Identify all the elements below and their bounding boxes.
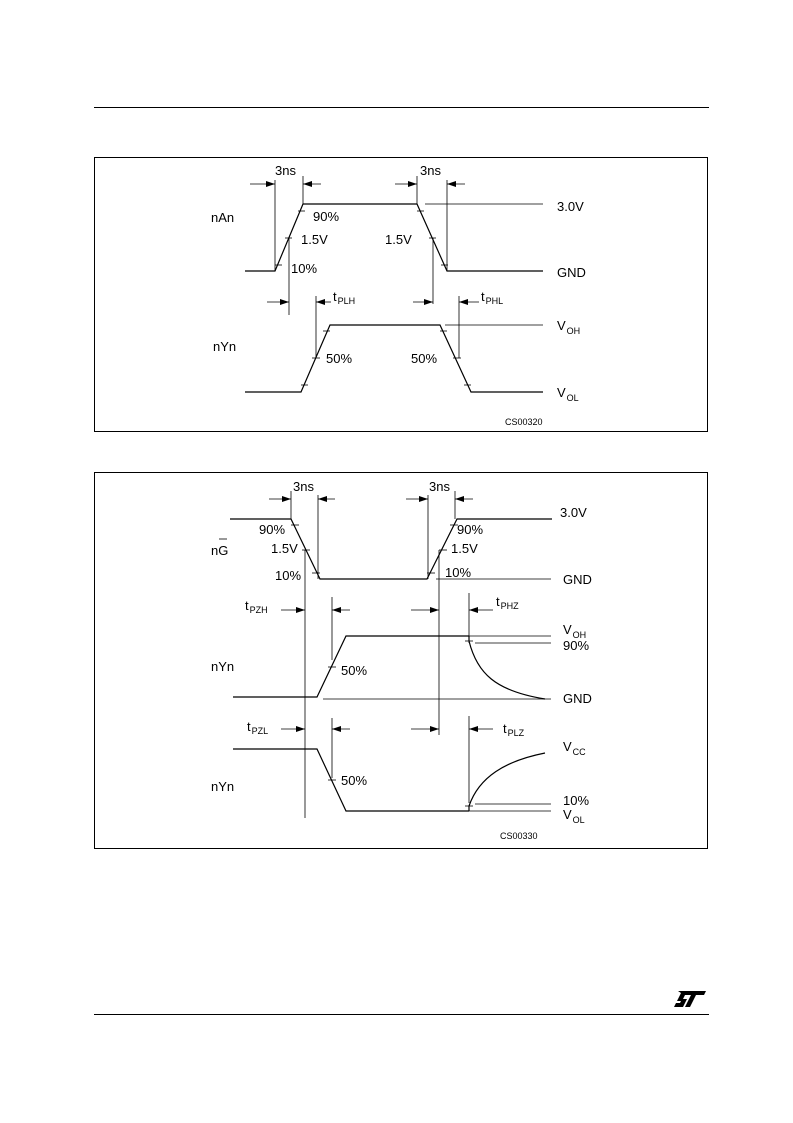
nyn-output-2-label: nYn bbox=[211, 779, 234, 794]
nyn-output-1-decay-curve bbox=[468, 636, 546, 700]
propagation-waveform-diagram: 3ns 3ns nAn 90% 1.5V 1.5V 10% 3.0V GND bbox=[211, 163, 586, 427]
f2-fall-time-label: 3ns bbox=[293, 479, 314, 494]
arrow-tphz-left bbox=[430, 607, 439, 613]
level-3v-label: 3.0V bbox=[557, 199, 584, 214]
level-50-left-label: 50% bbox=[326, 351, 352, 366]
arrow-f2-rise-left bbox=[419, 496, 428, 502]
arrow-tpzl-right bbox=[332, 726, 341, 732]
ng-enable-waveform bbox=[230, 518, 552, 580]
arrow-tpzh-right bbox=[332, 607, 341, 613]
ng-signal-label: nG bbox=[211, 543, 228, 558]
f2-vcc-label: VCC bbox=[563, 739, 586, 757]
vol-label: VOL bbox=[557, 385, 579, 403]
arrow-fall-right bbox=[447, 181, 456, 187]
f2-gnd-label-2: GND bbox=[563, 691, 592, 706]
tphl-label: tPHL bbox=[481, 289, 503, 306]
nan-input-waveform bbox=[245, 203, 543, 272]
f2-level-15v-right: 1.5V bbox=[451, 541, 478, 556]
nyn-output-2-rise-curve bbox=[468, 752, 546, 811]
enable-disable-figure: 3ns 3ns nG 90% 1.5V 10% 90% 1.5V 10% 3.0… bbox=[94, 472, 708, 849]
nyn-output-1-waveform bbox=[233, 635, 469, 698]
f2-gnd-label-1: GND bbox=[563, 572, 592, 587]
tphz-label: tPHZ bbox=[496, 594, 519, 611]
arrow-rise-left bbox=[266, 181, 275, 187]
f2-level-15v-left: 1.5V bbox=[271, 541, 298, 556]
propagation-delay-figure: 3ns 3ns nAn 90% 1.5V 1.5V 10% 3.0V GND bbox=[94, 157, 708, 432]
arrow-f2-fall-left bbox=[282, 496, 291, 502]
f2-level-50-1-label: 50% bbox=[341, 663, 367, 678]
arrow-tplz-left bbox=[430, 726, 439, 732]
voh-label: VOH bbox=[557, 318, 580, 336]
level-15v-right-label: 1.5V bbox=[385, 232, 412, 247]
nyn-output-waveform bbox=[245, 324, 543, 393]
arrow-f2-fall-right bbox=[318, 496, 327, 502]
rise-time-label: 3ns bbox=[275, 163, 296, 178]
f2-vol-label: VOL bbox=[563, 807, 585, 825]
f2-10-label: 10% bbox=[563, 793, 589, 808]
level-15v-left-label: 1.5V bbox=[301, 232, 328, 247]
arrow-tpzh-left bbox=[296, 607, 305, 613]
f2-rise-time-label: 3ns bbox=[429, 479, 450, 494]
level-50-right-label: 50% bbox=[411, 351, 437, 366]
enable-disable-waveform-diagram: 3ns 3ns nG 90% 1.5V 10% 90% 1.5V 10% 3.0… bbox=[211, 479, 592, 841]
arrow-tphz-right bbox=[469, 607, 478, 613]
arrow-tplz-right bbox=[469, 726, 478, 732]
f2-level-3v-label: 3.0V bbox=[560, 505, 587, 520]
arrow-tphl-right bbox=[459, 299, 468, 305]
arrow-rise-right bbox=[303, 181, 312, 187]
footer-rule bbox=[94, 1014, 709, 1015]
header-rule bbox=[94, 107, 709, 108]
level-90-label: 90% bbox=[313, 209, 339, 224]
tplh-label: tPLH bbox=[333, 289, 355, 306]
arrow-f2-rise-right bbox=[455, 496, 464, 502]
level-10-label: 10% bbox=[291, 261, 317, 276]
fall-time-label: 3ns bbox=[420, 163, 441, 178]
arrow-tplh-left bbox=[280, 299, 289, 305]
arrow-tphl-left bbox=[424, 299, 433, 305]
f2-level-50-2-label: 50% bbox=[341, 773, 367, 788]
level-gnd-label: GND bbox=[557, 265, 586, 280]
tpzh-label: tPZH bbox=[245, 598, 268, 615]
f2-level-10-right: 10% bbox=[445, 565, 471, 580]
tpzl-label: tPZL bbox=[247, 719, 268, 736]
arrow-tplh-right bbox=[316, 299, 325, 305]
nyn-output-1-label: nYn bbox=[211, 659, 234, 674]
f2-level-90-right: 90% bbox=[457, 522, 483, 537]
arrow-tpzl-left bbox=[296, 726, 305, 732]
arrow-fall-left bbox=[408, 181, 417, 187]
f2-voh-label: VOH bbox=[563, 622, 586, 640]
f2-90-label: 90% bbox=[563, 638, 589, 653]
nyn-signal-label: nYn bbox=[213, 339, 236, 354]
f2-level-90-left: 90% bbox=[259, 522, 285, 537]
f2-level-10-left: 10% bbox=[275, 568, 301, 583]
st-logo: ST bbox=[674, 991, 706, 1007]
tplz-label: tPLZ bbox=[503, 721, 525, 738]
figure-2-code: CS00330 bbox=[500, 831, 538, 841]
figure-code: CS00320 bbox=[505, 417, 543, 427]
nan-signal-label: nAn bbox=[211, 210, 234, 225]
